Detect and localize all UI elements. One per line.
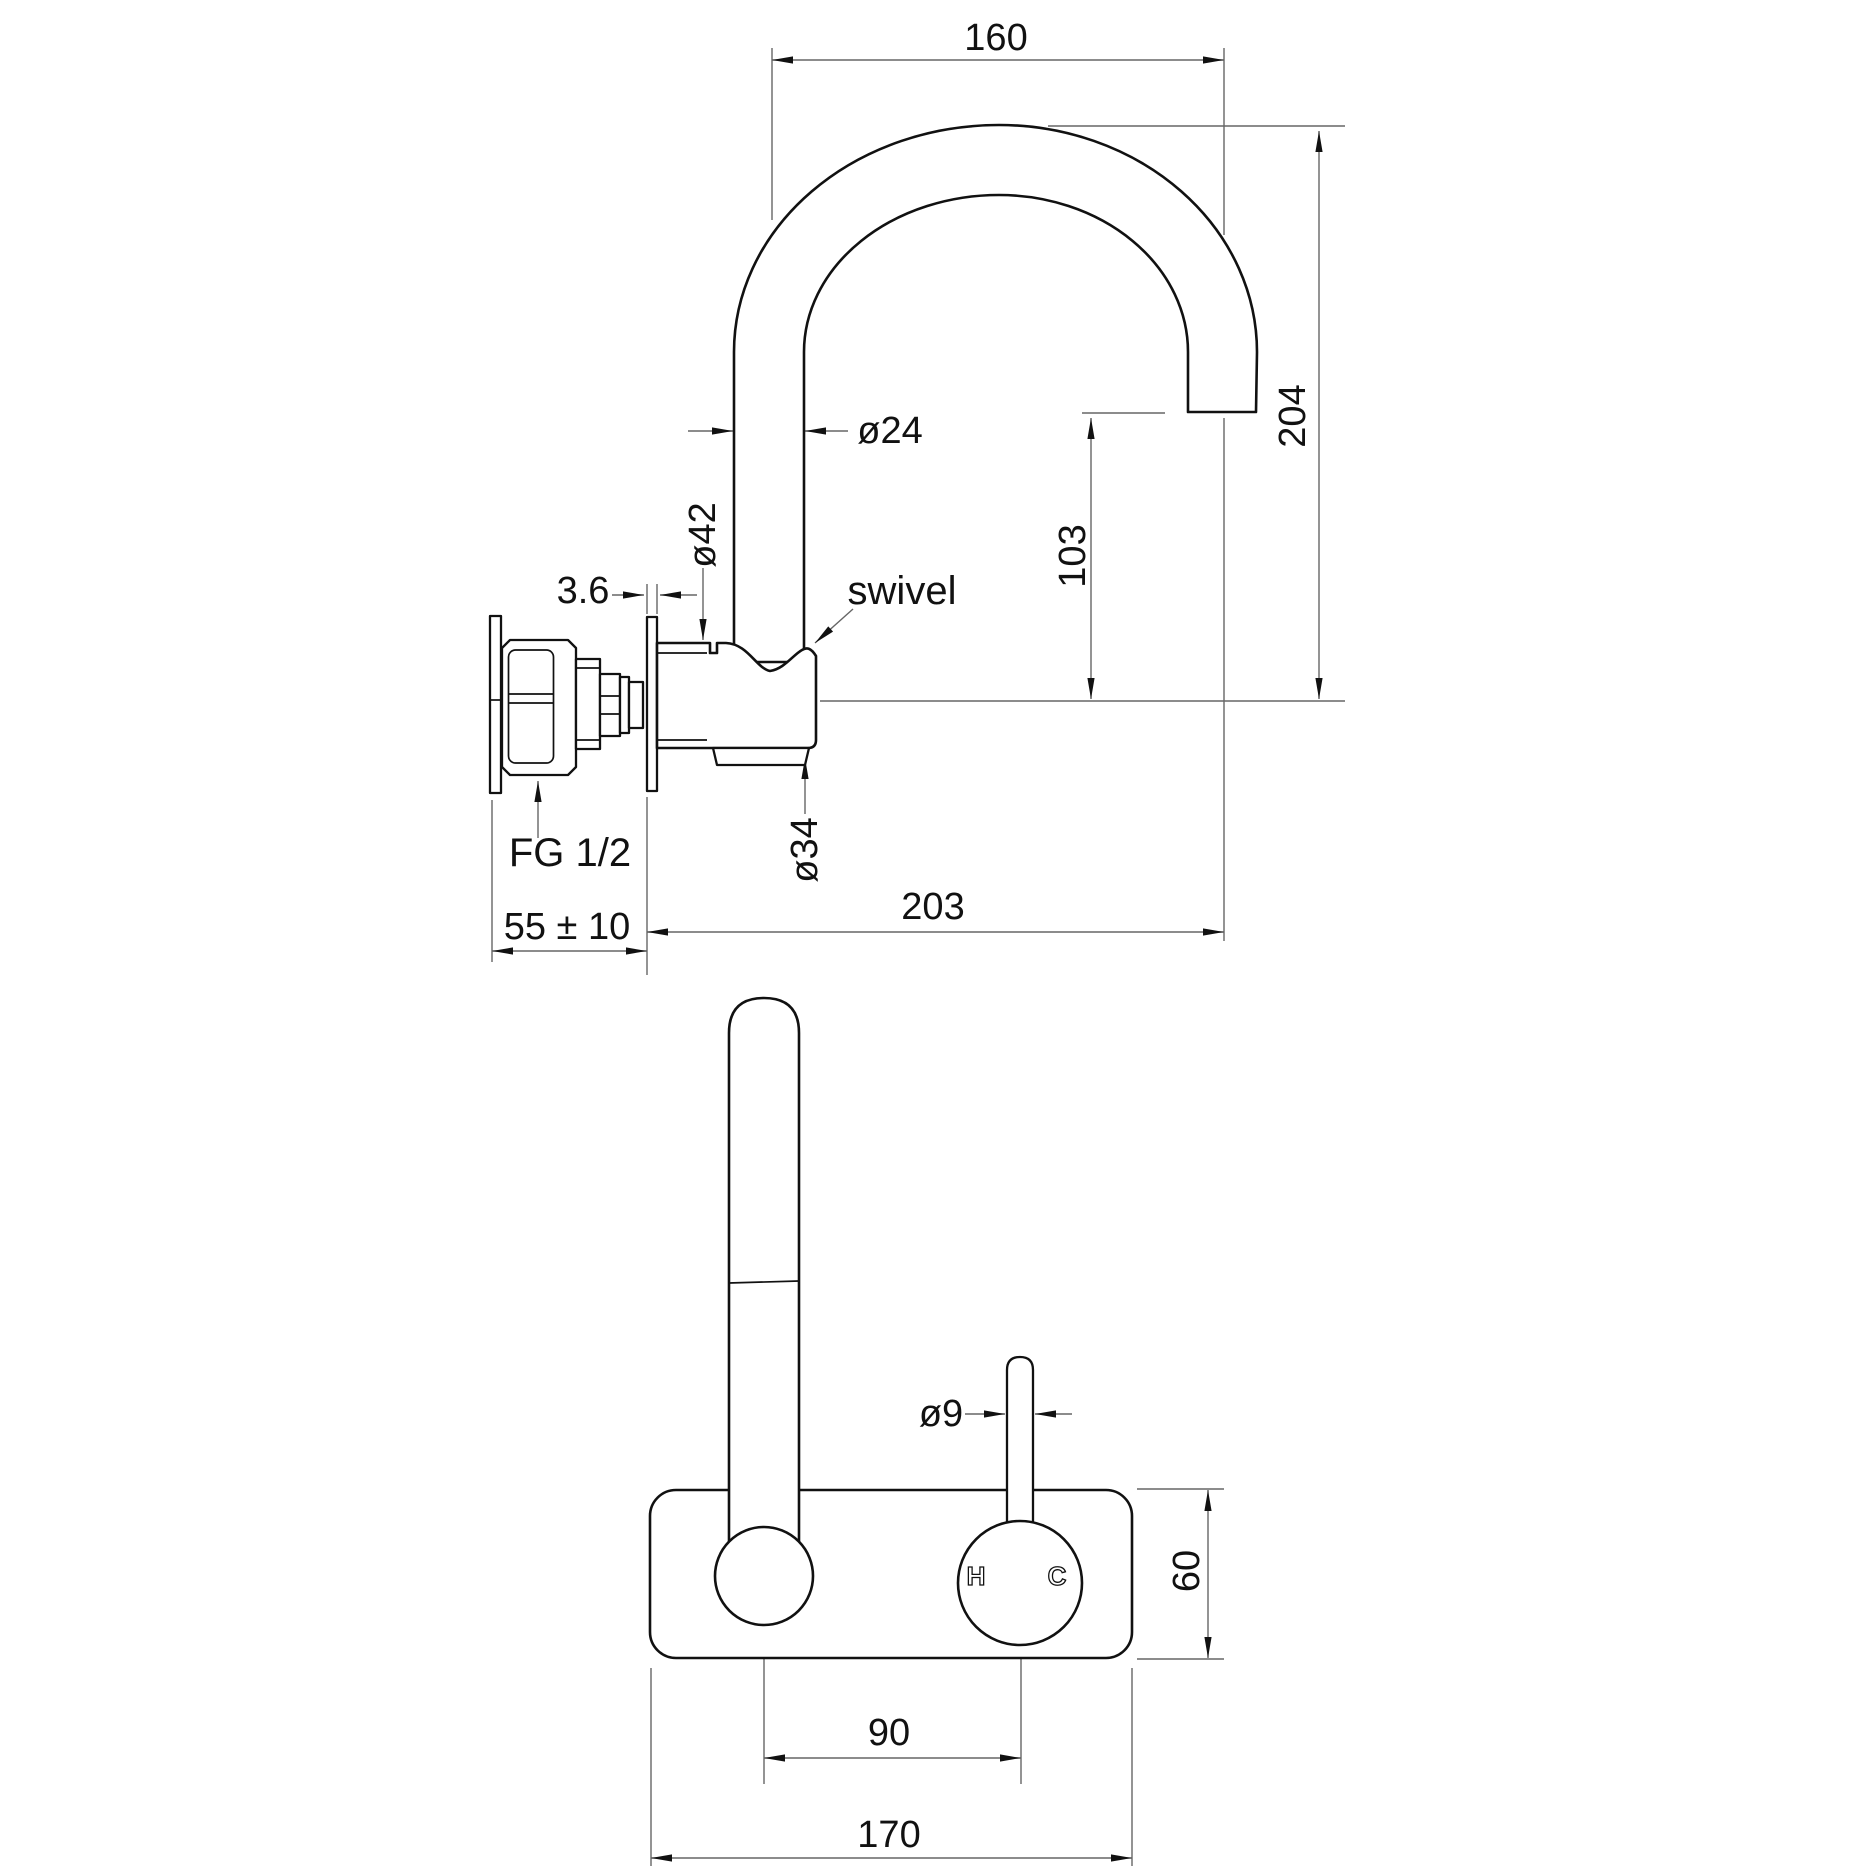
dim-text-55: 55 ± 10 bbox=[504, 906, 631, 948]
hex-nut bbox=[598, 672, 622, 738]
leader-swivel bbox=[814, 608, 854, 644]
dim-text-o42: ø42 bbox=[682, 502, 724, 567]
spout-front bbox=[727, 996, 801, 1547]
handle-lever bbox=[1005, 1355, 1035, 1532]
extension-lines-side bbox=[491, 48, 1345, 975]
wall-flange bbox=[488, 614, 503, 795]
outlet-collar bbox=[711, 746, 811, 767]
extension-lines-front bbox=[650, 1488, 1224, 1866]
spout-flange-circle bbox=[713, 1525, 815, 1627]
dim-text-o24: ø24 bbox=[857, 410, 922, 452]
dim-text-160: 160 bbox=[964, 17, 1027, 59]
spout-joint-line bbox=[728, 1280, 800, 1284]
dim-text-204: 204 bbox=[1272, 384, 1314, 447]
hot-marking: H bbox=[967, 1561, 986, 1591]
dim-text-o9: ø9 bbox=[919, 1393, 963, 1435]
rough-in-body bbox=[500, 638, 578, 777]
dim-text-203: 203 bbox=[901, 886, 964, 928]
dim-text-60: 60 bbox=[1166, 1550, 1208, 1592]
front-view: H C ø9 60 90 170 bbox=[648, 996, 1224, 1866]
gooseneck-spout bbox=[732, 123, 1259, 664]
valve-body bbox=[655, 641, 818, 750]
dim-text-36: 3.6 bbox=[557, 570, 610, 612]
cold-marking: C bbox=[1048, 1561, 1067, 1591]
dim-text-90: 90 bbox=[868, 1712, 910, 1754]
side-view: 160 204 ø24 ø42 3.6 swivel 103 FG 1/2 ø3… bbox=[488, 17, 1345, 975]
dim-text-170: 170 bbox=[857, 1814, 920, 1856]
dim-text-o34: ø34 bbox=[784, 817, 826, 882]
connector-neck bbox=[574, 657, 602, 751]
dimension-lines-side bbox=[492, 56, 1323, 955]
washer-1 bbox=[618, 675, 631, 735]
rough-in-face bbox=[507, 649, 555, 764]
handle-flange-circle bbox=[956, 1519, 1084, 1647]
dim-text-103: 103 bbox=[1052, 524, 1094, 587]
note-swivel: swivel bbox=[848, 569, 957, 613]
note-fg12: FG 1/2 bbox=[509, 831, 631, 875]
dimension-lines-front bbox=[651, 1410, 1212, 1862]
escutcheon-plate bbox=[645, 615, 659, 793]
washer-2 bbox=[627, 680, 645, 730]
